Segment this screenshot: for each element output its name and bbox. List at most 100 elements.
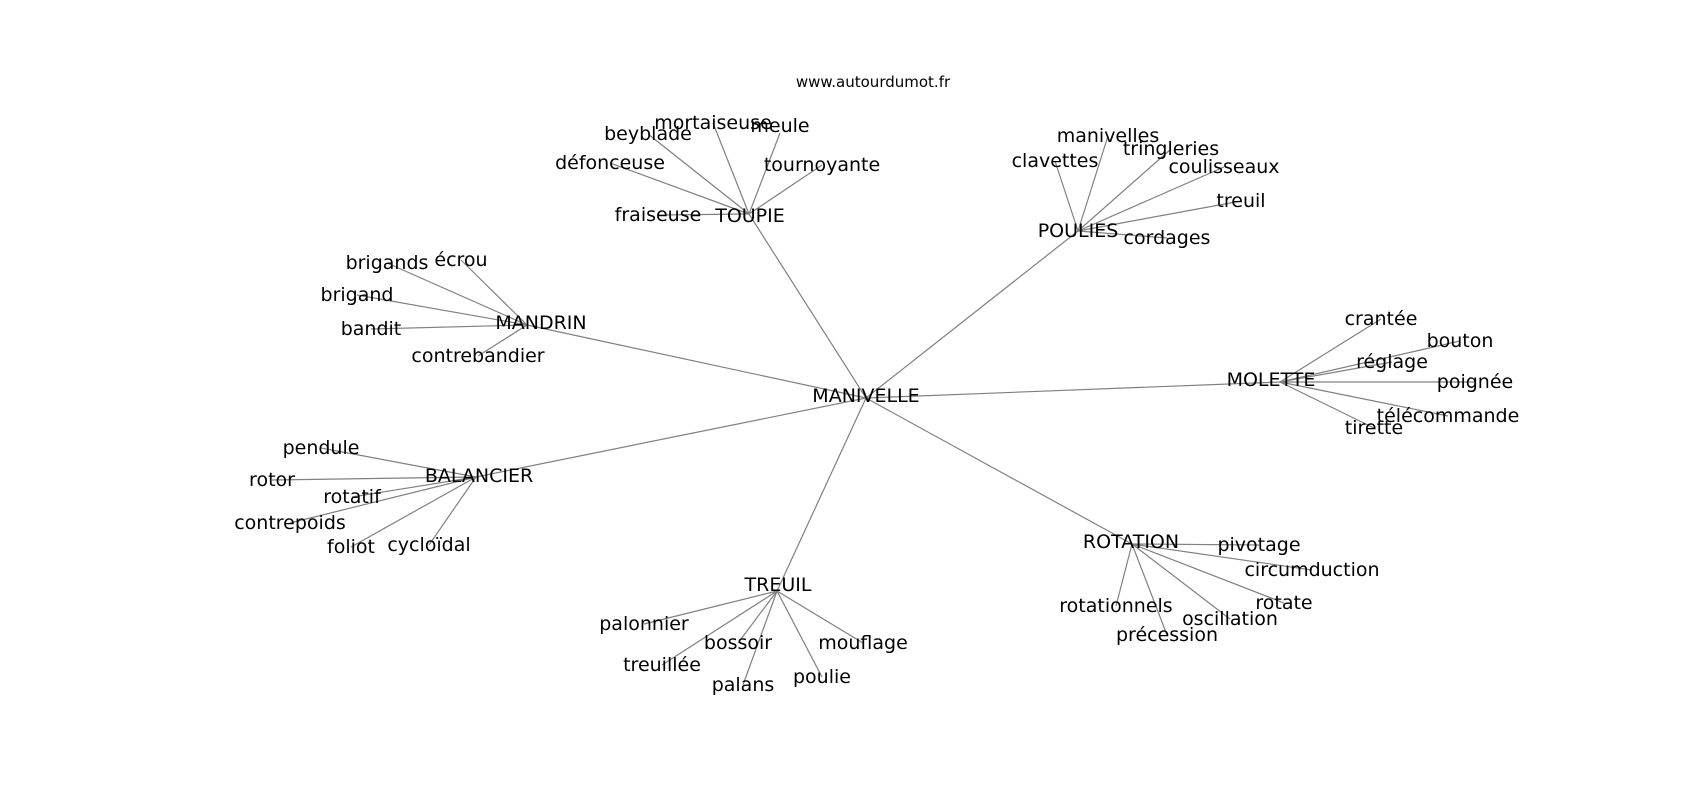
edge-molette-telecommande [1279, 381, 1449, 417]
leaf-node-foliot: foliot [327, 536, 375, 558]
edge-poulies-manivelles [1077, 135, 1109, 232]
leaf-node-circumduction: circumduction [1244, 559, 1379, 581]
edge-treuil-mouflage [776, 590, 864, 644]
edge-mandrin-bandit [370, 324, 528, 330]
center-node-label: MANIVELLE [812, 385, 919, 407]
leaf-node-rotationnels: rotationnels [1059, 595, 1172, 617]
leaf-node-fraiseuse: fraiseuse [615, 204, 702, 226]
edge-poulies-tringleries [1077, 148, 1172, 232]
leaf-node-palans: palans [712, 674, 775, 696]
leaf-node-poulie: poulie [793, 666, 851, 688]
edge-toupie-fraiseuse [657, 213, 750, 216]
edge-balancier-pendule [320, 447, 477, 478]
leaf-node-rotatif: rotatif [323, 486, 382, 508]
leaf-node-treuillee: treuillée [623, 654, 701, 676]
leaf-node-tringleries: tringleries [1123, 138, 1219, 160]
edge-treuil-poulie [776, 590, 823, 678]
leaf-node-defonceuse: défonceuse [555, 152, 665, 174]
leaf-node-bossoir: bossoir [704, 632, 772, 654]
edges-layer [271, 122, 1475, 686]
edge-poulies-treuil [1077, 200, 1242, 232]
edge-poulies-cordages [1077, 230, 1168, 239]
hub-node-balancier: BALANCIER [425, 465, 533, 487]
edge-center-mandrin [526, 324, 867, 399]
edge-rotation-rotationnels [1115, 543, 1133, 607]
edge-balancier-rotatif [351, 476, 477, 498]
leaf-node-tournoyante: tournoyante [764, 154, 880, 176]
edge-mandrin-ecrou [460, 259, 528, 326]
leaf-node-meule: meule [750, 115, 809, 137]
edge-center-balancier [475, 397, 867, 478]
edge-balancier-cycloidal [428, 476, 477, 546]
leaf-node-ecrou: écrou [434, 249, 487, 271]
edge-toupie-defonceuse [609, 162, 750, 215]
edge-toupie-beyblade [647, 133, 750, 215]
leaf-node-poignee: poignée [1437, 371, 1513, 393]
edge-rotation-precession [1131, 543, 1168, 636]
edge-center-treuil [776, 397, 867, 592]
leaf-node-crantee: crantée [1345, 308, 1418, 330]
hub-node-molette: MOLETTE [1227, 369, 1316, 391]
source-label: www.autourdumot.fr [796, 73, 951, 91]
edge-balancier-contrepoids [289, 476, 477, 524]
edge-toupie-meule [748, 132, 781, 215]
hub-node-poulies: POULIES [1038, 220, 1119, 242]
edge-treuil-treuillee [661, 590, 778, 666]
hub-node-treuil: TREUIL [744, 574, 812, 596]
leaf-node-oscillation: oscillation [1182, 608, 1278, 630]
edge-molette-bouton [1279, 340, 1461, 383]
hub-node-rotation: ROTATION [1083, 531, 1179, 553]
leaf-node-bandit: bandit [341, 318, 402, 340]
edge-poulies-clavettes [1054, 160, 1079, 232]
edge-treuil-palans [742, 590, 778, 686]
edge-mandrin-brigand [356, 294, 528, 326]
leaf-node-brigands: brigands [346, 252, 429, 274]
leaf-node-mortaiseuse: mortaiseuse [654, 112, 772, 134]
leaf-node-reglage: réglage [1356, 351, 1428, 373]
edge-center-toupie [748, 213, 867, 399]
edge-toupie-tournoyante [748, 164, 823, 215]
edge-toupie-mortaiseuse [712, 122, 750, 215]
leaf-node-manivelles: manivelles [1057, 125, 1160, 147]
leaf-node-beyblade: beyblade [604, 123, 692, 145]
edge-treuil-bossoir [737, 590, 778, 644]
hub-node-toupie: TOUPIE [714, 205, 785, 227]
leaf-node-pendule: pendule [283, 437, 360, 459]
edge-center-molette [865, 381, 1281, 399]
leaf-node-pivotage: pivotage [1217, 534, 1300, 556]
edge-treuil-palonnier [643, 590, 778, 625]
edge-rotation-oscillation [1131, 543, 1231, 620]
leaf-node-telecommande: télécommande [1377, 405, 1520, 427]
leaf-node-palonnier: palonnier [599, 613, 689, 635]
edge-molette-reglage [1279, 361, 1393, 383]
leaf-node-tirette: tirette [1345, 417, 1403, 439]
leaf-node-contrepoids: contrepoids [234, 512, 346, 534]
leaf-node-mouflage: mouflage [818, 632, 908, 654]
leaf-node-brigand: brigand [321, 284, 394, 306]
edge-balancier-rotor [271, 476, 477, 481]
leaf-node-treuil: treuil [1216, 190, 1265, 212]
edge-center-poulies [865, 230, 1079, 399]
leaf-node-coulisseaux: coulisseaux [1168, 156, 1279, 178]
leaf-node-cycloidal: cycloïdal [387, 534, 470, 556]
leaf-node-rotate: rotate [1255, 592, 1312, 614]
leaf-node-contrebandier: contrebandier [411, 345, 544, 367]
edge-mandrin-contrebandier [477, 324, 528, 357]
edge-rotation-pivotage [1131, 543, 1260, 546]
edge-molette-crantee [1279, 318, 1382, 383]
leaf-node-rotor: rotor [249, 469, 295, 491]
edge-molette-tirette [1279, 381, 1375, 429]
leaf-node-cordages: cordages [1124, 227, 1211, 249]
edge-poulies-coulisseaux [1077, 166, 1225, 232]
leaf-node-bouton: bouton [1427, 330, 1494, 352]
edge-rotation-rotate [1131, 543, 1285, 604]
edge-center-rotation [865, 397, 1133, 545]
leaf-node-precession: précession [1116, 624, 1218, 646]
edge-mandrin-brigands [386, 262, 528, 326]
hub-node-mandrin: MANDRIN [495, 312, 586, 334]
leaf-node-clavettes: clavettes [1012, 150, 1099, 172]
edge-rotation-circumduction [1131, 543, 1313, 571]
edge-balancier-foliot [350, 476, 477, 548]
